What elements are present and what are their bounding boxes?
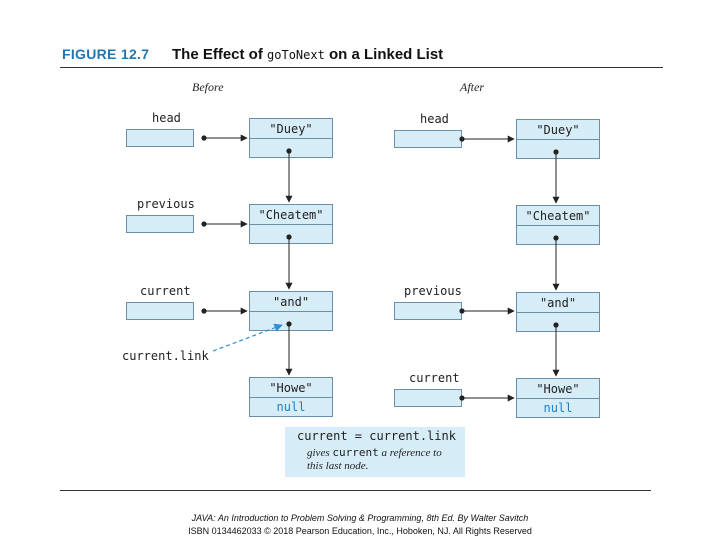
after-current-label: current bbox=[409, 371, 460, 385]
after-node-data: "Duey" bbox=[516, 119, 600, 139]
after-heading: After bbox=[460, 80, 484, 94]
figure-title-suffix: on a Linked List bbox=[324, 46, 444, 63]
before-node-howe: "Howe" null bbox=[249, 377, 333, 417]
after-head-label: head bbox=[420, 112, 449, 126]
after-node-link bbox=[516, 312, 600, 332]
after-node-link bbox=[516, 225, 600, 245]
before-node-data: "Howe" bbox=[249, 377, 333, 397]
footer-line-2: ISBN 0134462033 © 2018 Pearson Education… bbox=[188, 526, 532, 536]
before-head-pointer bbox=[201, 134, 248, 142]
before-node-cheatem: "Cheatem" bbox=[249, 204, 333, 244]
after-node-data: "Cheatem" bbox=[516, 205, 600, 225]
after-link-1 bbox=[552, 149, 560, 204]
footer-line-1: JAVA: An Introduction to Problem Solving… bbox=[191, 513, 529, 523]
after-head-pointer bbox=[459, 135, 515, 143]
before-previous-box bbox=[126, 215, 194, 233]
before-link-2 bbox=[285, 234, 293, 290]
after-node-duey: "Duey" bbox=[516, 119, 600, 159]
before-node-link bbox=[249, 138, 333, 158]
after-null-cell: null bbox=[516, 398, 600, 418]
after-node-howe: "Howe" null bbox=[516, 378, 600, 418]
after-previous-label: previous bbox=[404, 284, 462, 298]
before-node-link bbox=[249, 224, 333, 244]
before-head-box bbox=[126, 129, 194, 147]
top-rule bbox=[60, 67, 663, 68]
code-note-part1: gives bbox=[307, 447, 333, 459]
before-previous-pointer bbox=[201, 220, 248, 228]
figure-label: FIGURE 12.7 bbox=[62, 46, 150, 62]
after-previous-pointer bbox=[459, 307, 515, 315]
figure-title-prefix: The Effect of bbox=[172, 46, 268, 63]
before-node-and: "and" bbox=[249, 291, 333, 331]
before-previous-label: previous bbox=[137, 197, 195, 211]
before-null-cell: null bbox=[249, 397, 333, 417]
after-node-cheatem: "Cheatem" bbox=[516, 205, 600, 245]
after-current-pointer bbox=[459, 394, 515, 402]
after-link-3 bbox=[552, 322, 560, 377]
bottom-rule bbox=[60, 490, 651, 491]
code-note-part2: a reference to this last node. bbox=[307, 447, 442, 472]
before-node-data: "and" bbox=[249, 291, 333, 311]
figure-title: The Effect of goToNext on a Linked List bbox=[172, 46, 443, 63]
before-node-link bbox=[249, 311, 333, 331]
current-link-annotation-arrow bbox=[212, 323, 283, 352]
before-current-link-label: current.link bbox=[122, 349, 209, 363]
before-node-data: "Duey" bbox=[249, 118, 333, 138]
after-node-data: "Howe" bbox=[516, 378, 600, 398]
before-link-1 bbox=[285, 148, 293, 203]
code-note: gives current a reference to this last n… bbox=[307, 446, 457, 473]
before-current-label: current bbox=[140, 284, 191, 298]
after-node-data: "and" bbox=[516, 292, 600, 312]
after-link-2 bbox=[552, 235, 560, 291]
code-statement: current = current.link bbox=[297, 429, 456, 443]
before-current-pointer bbox=[201, 307, 248, 315]
code-note-code: current bbox=[332, 446, 379, 459]
before-link-3 bbox=[285, 321, 293, 376]
before-node-duey: "Duey" bbox=[249, 118, 333, 158]
before-current-box bbox=[126, 302, 194, 320]
after-node-link bbox=[516, 139, 600, 159]
before-heading: Before bbox=[192, 80, 224, 94]
before-node-data: "Cheatem" bbox=[249, 204, 333, 224]
code-callout: current = current.link gives current a r… bbox=[285, 427, 465, 477]
before-head-label: head bbox=[152, 111, 181, 125]
after-node-and: "and" bbox=[516, 292, 600, 332]
figure-title-code: goToNext bbox=[267, 48, 325, 62]
